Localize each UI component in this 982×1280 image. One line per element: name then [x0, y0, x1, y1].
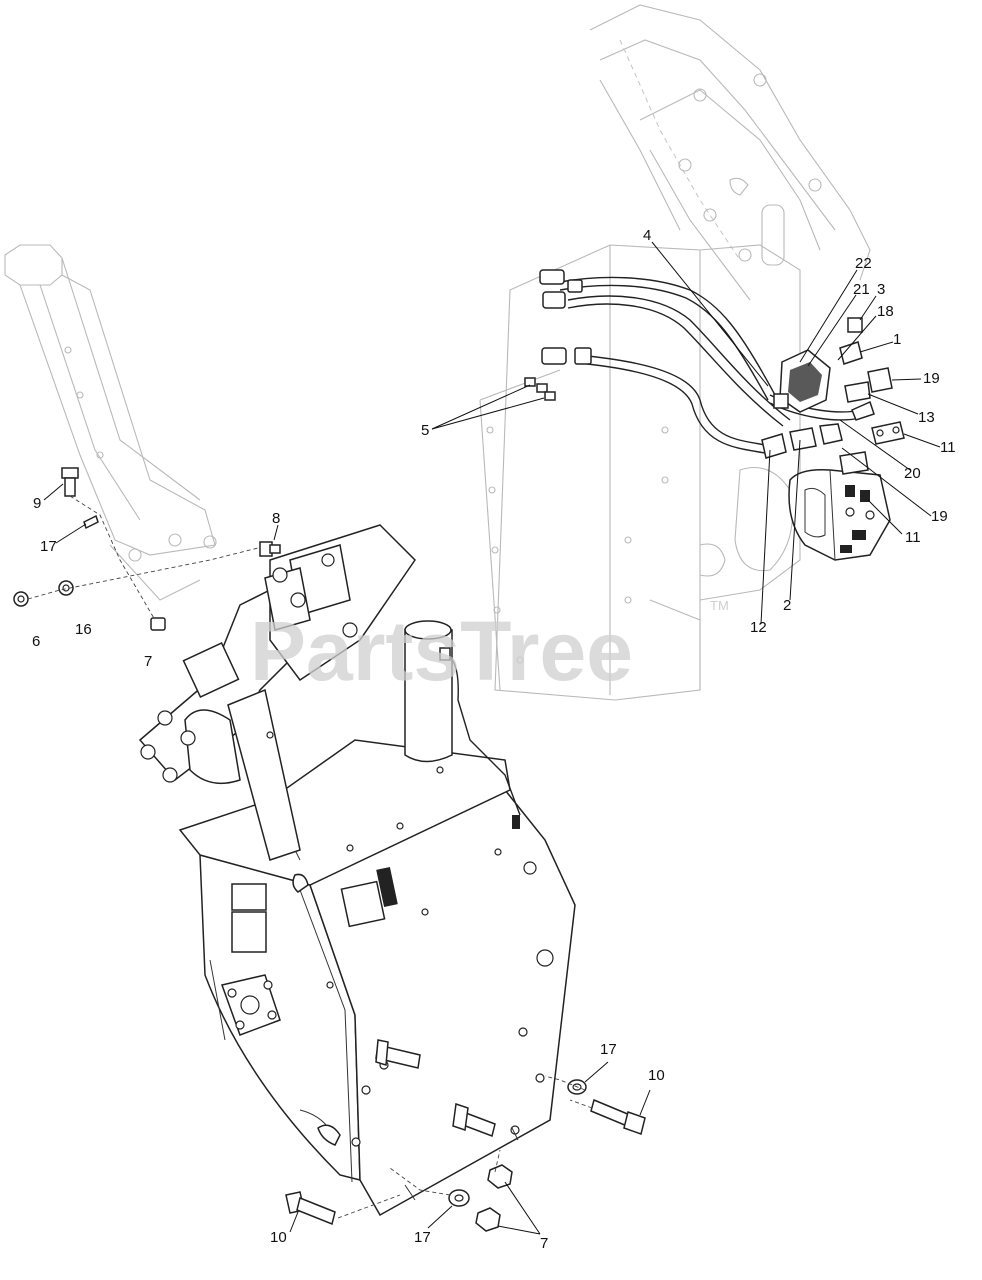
stud-upper	[375, 1039, 421, 1069]
hardware-16-washer	[58, 580, 74, 596]
callout-6: 6	[32, 633, 40, 650]
callout-9: 9	[33, 495, 41, 512]
callout-labels: 4 22 21 3 18 1 19 13 11 20 19 11 5 12 2 …	[32, 227, 956, 1252]
hardware-17-washer-lower	[448, 1189, 470, 1207]
chute-bracket	[138, 524, 416, 861]
callout-16: 16	[75, 621, 92, 638]
callout-8: 8	[272, 510, 280, 527]
hardware-7-nuts-lower	[475, 1164, 513, 1232]
fittings-5	[524, 377, 556, 401]
hardware-7-nut-upper	[150, 617, 166, 631]
callout-18: 18	[877, 303, 894, 320]
elbow-fitting-19	[851, 367, 893, 421]
elbow-fitting-1	[839, 317, 863, 365]
callout-7-upper: 7	[144, 653, 152, 670]
callout-2: 2	[783, 597, 791, 614]
partstree-watermark: PartsTree TM	[250, 598, 729, 698]
callout-11-lower: 11	[905, 529, 921, 546]
callout-13: 13	[918, 409, 935, 426]
bearing-plate	[221, 974, 281, 1036]
ghost-upper-assembly	[479, 4, 871, 701]
callout-leaders	[43, 241, 941, 1235]
callout-5: 5	[421, 422, 429, 439]
hardware-10-bolt-left	[285, 1191, 336, 1226]
callout-17-lower: 17	[414, 1229, 431, 1246]
callout-19-lower: 19	[931, 508, 948, 525]
svg-text:TM: TM	[710, 598, 729, 613]
vertical-pipe	[404, 620, 521, 829]
hardware-6-nut	[13, 591, 29, 607]
callout-7-lower: 7	[540, 1235, 548, 1252]
callout-19-upper: 19	[923, 370, 940, 387]
fitting-11-upper	[871, 421, 905, 445]
svg-text:PartsTree: PartsTree	[250, 604, 633, 698]
callout-20: 20	[904, 465, 921, 482]
hardware-10-bolt-right	[590, 1098, 646, 1135]
callout-10-right: 10	[648, 1067, 665, 1084]
callout-22: 22	[855, 255, 872, 272]
fittings-12-2	[761, 423, 843, 459]
callout-10-left: 10	[270, 1229, 287, 1246]
callout-11-upper: 11	[940, 439, 956, 456]
stud-lower	[452, 1103, 496, 1137]
hose-assembly	[524, 269, 905, 561]
assembly-lines	[27, 495, 593, 1219]
callout-17-right: 17	[600, 1041, 617, 1058]
auger-housing	[178, 739, 576, 1217]
hose-fitting-upper-left	[539, 269, 592, 365]
hardware-17-lockwasher	[83, 514, 99, 530]
hardware-8-bolt	[259, 541, 281, 557]
callout-21: 21	[853, 281, 870, 298]
callout-4: 4	[643, 227, 651, 244]
callout-1: 1	[893, 331, 901, 348]
callout-3: 3	[877, 281, 885, 298]
ghost-chute	[4, 244, 217, 601]
callout-12: 12	[750, 619, 767, 636]
hydraulic-motor	[788, 451, 891, 561]
callout-17-upper: 17	[40, 538, 57, 555]
hardware-9-bolt	[61, 467, 79, 497]
